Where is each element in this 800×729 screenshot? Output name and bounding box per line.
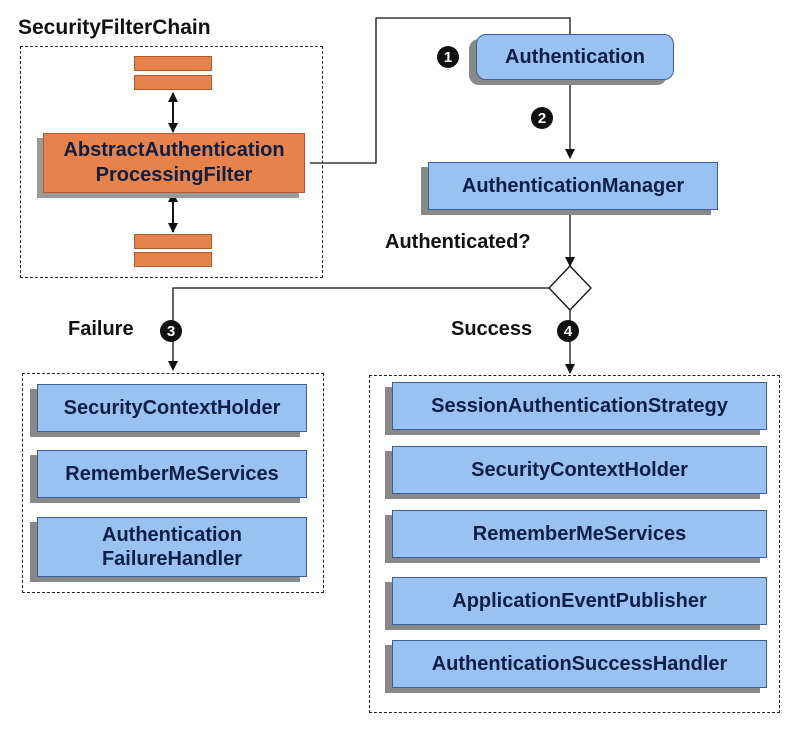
filter-label-line1: AbstractAuthentication <box>63 139 285 161</box>
filter-bottom-1 <box>134 234 212 249</box>
success-remember-me-services: RememberMeServices <box>392 510 767 558</box>
filter-label-line2: ProcessingFilter <box>95 164 253 186</box>
filter-top-1 <box>134 56 212 71</box>
failure-handler-line1: Authentication <box>102 524 242 546</box>
step-1-badge: 1 <box>437 46 459 68</box>
step-4-badge: 4 <box>557 320 579 342</box>
authentication-success-handler-box: AuthenticationSuccessHandler <box>392 640 767 688</box>
failure-handler-line2: FailureHandler <box>101 548 243 570</box>
security-filter-chain-title: SecurityFilterChain <box>18 16 211 39</box>
abstract-authentication-processing-filter: AbstractAuthentication ProcessingFilter <box>43 133 305 193</box>
filter-to-authentication-line <box>310 17 571 164</box>
authentication-manager-box: AuthenticationManager <box>428 162 718 210</box>
step-2-badge: 2 <box>531 107 553 129</box>
failure-branch-arrow <box>168 287 549 371</box>
filter-top-2 <box>134 75 212 90</box>
authentication-box: Authentication <box>476 34 674 80</box>
failure-label: Failure <box>68 318 134 340</box>
failure-remember-me-services: RememberMeServices <box>37 450 307 498</box>
security-filter-chain-container <box>20 46 323 278</box>
session-authentication-strategy-box: SessionAuthenticationStrategy <box>392 382 767 430</box>
failure-container <box>22 373 324 593</box>
failure-security-context-holder: SecurityContextHolder <box>37 384 307 432</box>
decision-label: Authenticated? <box>385 231 531 253</box>
step-3-badge: 3 <box>160 320 182 342</box>
success-security-context-holder: SecurityContextHolder <box>392 446 767 494</box>
authentication-failure-handler: Authentication FailureHandler <box>37 517 307 577</box>
success-container <box>369 375 780 713</box>
filter-bottom-2 <box>134 252 212 267</box>
application-event-publisher-box: ApplicationEventPublisher <box>392 577 767 625</box>
decision-diamond <box>548 265 592 311</box>
success-label: Success <box>451 318 533 340</box>
